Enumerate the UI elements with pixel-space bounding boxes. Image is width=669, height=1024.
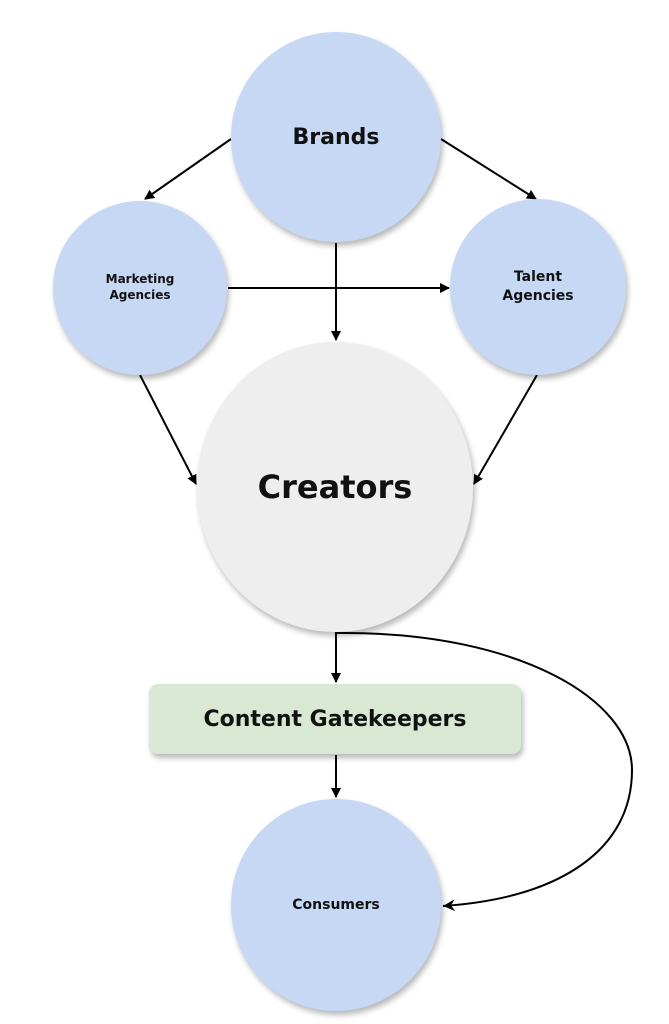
node-creators: Creators bbox=[197, 342, 473, 632]
node-content-gatekeepers-label: Content Gatekeepers bbox=[203, 706, 467, 732]
node-brands-label: Brands bbox=[292, 124, 380, 150]
node-brands: Brands bbox=[231, 32, 441, 242]
node-content-gatekeepers: Content Gatekeepers bbox=[149, 684, 521, 754]
edge-brands-to-marketing bbox=[144, 138, 232, 200]
edge-brands-to-talent bbox=[440, 138, 537, 200]
node-creators-label: Creators bbox=[257, 468, 413, 506]
edge-creators-to-consumers-curved bbox=[336, 632, 634, 912]
node-marketing-agencies: Marketing Agencies bbox=[53, 201, 227, 375]
node-consumers: Consumers bbox=[231, 799, 441, 1011]
node-talent-agencies-label: Talent Agencies bbox=[502, 269, 574, 304]
edge-talent-to-creators bbox=[473, 374, 538, 485]
node-marketing-agencies-label: Marketing Agencies bbox=[105, 272, 175, 302]
node-talent-agencies: Talent Agencies bbox=[450, 199, 626, 375]
node-consumers-label: Consumers bbox=[292, 897, 380, 913]
edge-marketing-to-creators bbox=[139, 374, 197, 485]
